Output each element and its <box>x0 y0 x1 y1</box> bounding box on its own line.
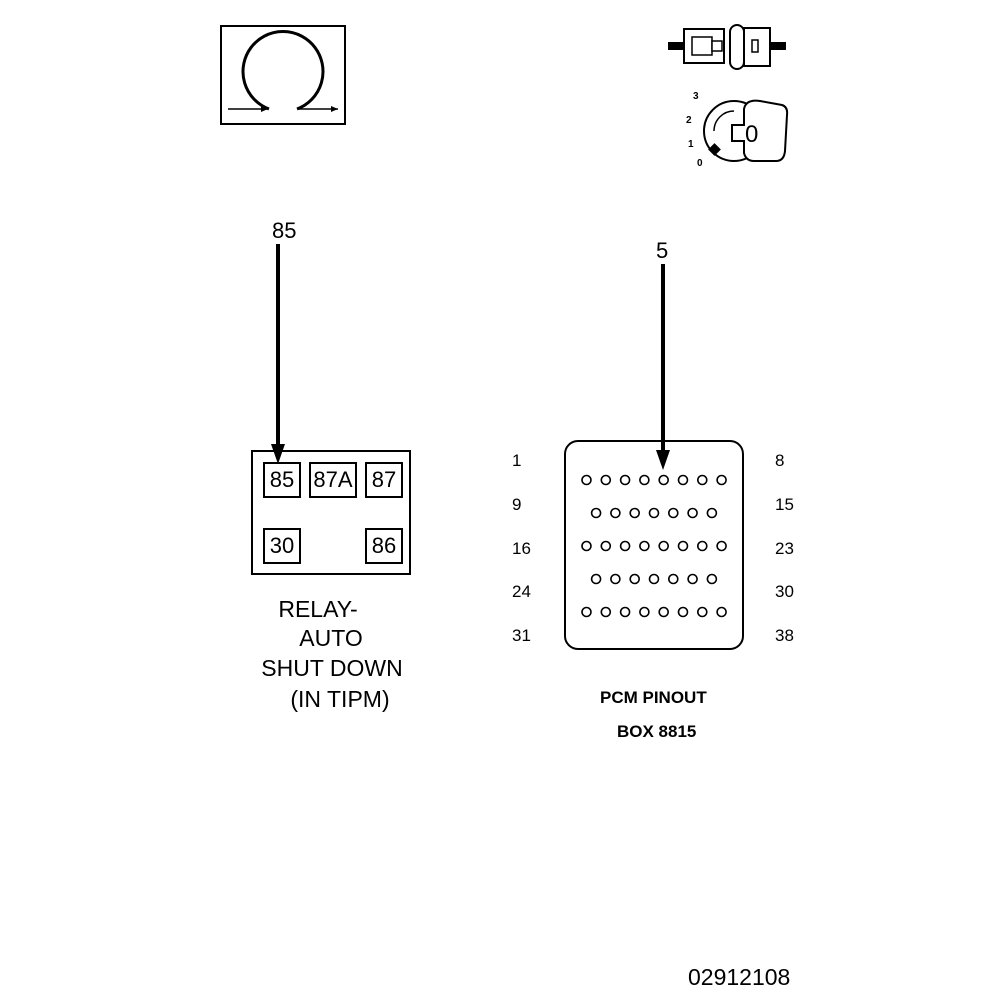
pcm-pin <box>629 507 640 519</box>
pcm-row-label-right: 15 <box>775 495 794 514</box>
relay-terminal-85: 85 <box>263 462 301 498</box>
ignition-switch-icon: 3 2 1 0 0 <box>678 85 790 173</box>
key-label: 0 <box>745 121 759 148</box>
pcm-pin <box>581 540 592 552</box>
pcm-row-label-left: 16 <box>512 539 531 558</box>
pcm-pin <box>677 540 689 552</box>
pcm-row-label-left: 9 <box>512 495 522 514</box>
pcm-pin <box>697 474 708 486</box>
pcm-pin <box>716 606 727 618</box>
pcm-pin <box>648 573 660 585</box>
pcm-pin <box>658 606 669 618</box>
pcm-pin <box>716 540 727 552</box>
pcm-connector <box>564 440 744 650</box>
pcm-pin <box>610 573 621 585</box>
resistance-measure-icon <box>220 25 346 125</box>
relay-asd: 85 87A 87 30 86 <box>251 450 411 575</box>
relay-terminal-87a: 87A <box>309 462 357 498</box>
pcm-pin <box>706 573 718 585</box>
pcm-caption-line-2: BOX 8815 <box>617 722 697 741</box>
connector-disconnect-icon <box>668 24 786 70</box>
pcm-pin <box>619 606 631 618</box>
pcm-row-label-left: 1 <box>512 451 522 470</box>
relay-caption-line-1: RELAY- <box>278 596 358 622</box>
pcm-pin-grid <box>581 474 727 618</box>
pcm-row-label-left: 24 <box>512 582 531 601</box>
pcm-pin <box>639 606 650 618</box>
pcm-pin <box>668 507 679 519</box>
pcm-row-label-right: 30 <box>775 582 794 601</box>
pcm-pin <box>600 606 612 618</box>
key-cylinder-icon <box>703 99 789 162</box>
pcm-callout-arrow <box>656 264 670 470</box>
pcm-pin <box>629 573 640 585</box>
pcm-pin <box>697 540 708 552</box>
pcm-pin <box>600 540 612 552</box>
pcm-pin <box>677 474 689 486</box>
pcm-caption-line-1: PCM PINOUT <box>600 688 707 707</box>
ignition-position-3: 3 <box>693 91 699 102</box>
pcm-pin-highlighted <box>658 474 669 486</box>
pcm-pin <box>590 507 602 519</box>
pcm-pin <box>648 507 660 519</box>
pcm-pin <box>687 507 698 519</box>
pcm-pin <box>581 474 592 486</box>
pcm-pin <box>639 474 650 486</box>
relay-caption-line-2: AUTO <box>299 625 363 651</box>
pcm-pin <box>697 606 708 618</box>
pcm-pin <box>658 540 669 552</box>
relay-terminal-30: 30 <box>263 528 301 564</box>
pcm-row-label-right: 38 <box>775 626 794 645</box>
pcm-pin <box>619 540 631 552</box>
pcm-row-label-right: 23 <box>775 539 794 558</box>
pcm-row-label-left: 31 <box>512 626 531 645</box>
relay-caption-line-3: SHUT DOWN <box>261 655 403 681</box>
relay-terminal-87: 87 <box>365 462 403 498</box>
pcm-pin <box>668 573 679 585</box>
ignition-position-1: 1 <box>688 139 694 150</box>
pcm-pin <box>600 474 612 486</box>
pcm-pin <box>581 606 592 618</box>
pcm-pin <box>590 573 602 585</box>
pcm-pin <box>716 474 727 486</box>
relay-callout-label: 85 <box>272 218 297 243</box>
relay-caption-line-4: (IN TIPM) <box>290 686 390 712</box>
pcm-pin <box>639 540 650 552</box>
pcm-pin <box>677 606 689 618</box>
ignition-position-0: 0 <box>697 158 703 169</box>
pcm-pin <box>619 474 631 486</box>
pcm-callout-label: 5 <box>656 238 669 263</box>
pcm-row-label-right: 8 <box>775 451 785 470</box>
relay-callout-arrow <box>271 244 285 464</box>
omega-icon <box>228 30 338 112</box>
figure-id: 02912108 <box>688 964 791 990</box>
pcm-pin <box>687 573 698 585</box>
relay-terminal-86: 86 <box>365 528 403 564</box>
pcm-pin <box>706 507 718 519</box>
pcm-pin <box>610 507 621 519</box>
ignition-position-2: 2 <box>686 115 692 126</box>
